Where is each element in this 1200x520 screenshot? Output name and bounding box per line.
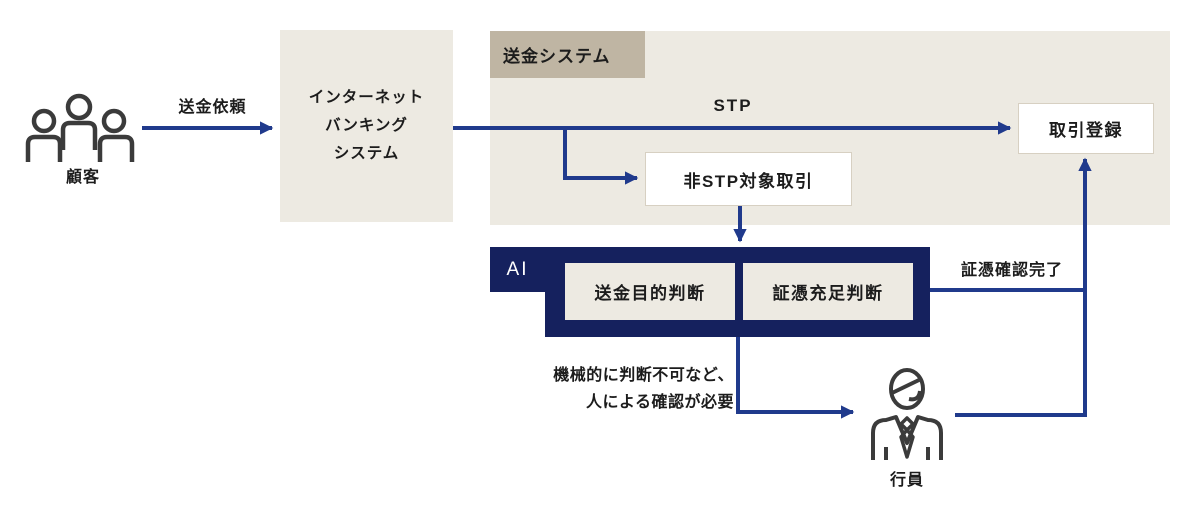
stp-label: STP [713,96,753,115]
ai-tab: AI [490,247,545,292]
internet-banking-box: インターネット バンキング システム [280,30,453,222]
evidence-confirmed-label: 証憑確認完了 [960,262,1063,279]
transaction-registration-box: 取引登録 [1018,103,1154,154]
bank-clerk-label: 行員 [889,472,924,489]
remittance-system-tag-label: 送金システム [503,47,611,66]
remittance-system-tag: 送金システム [490,31,645,78]
people-group-icon [25,93,135,162]
non-stp-transaction-box: 非STP対象取引 [645,152,852,206]
evidence-judgment-box: 証憑充足判断 [743,263,913,320]
human-check-note: 機械的に判断不可など、 人による確認が必要 [553,367,734,411]
bank-clerk-icon [871,368,943,460]
remittance-request-label: 送金依頼 [178,99,247,116]
customer-label: 顧客 [65,169,100,186]
purpose-judgment-box: 送金目的判断 [565,263,735,320]
